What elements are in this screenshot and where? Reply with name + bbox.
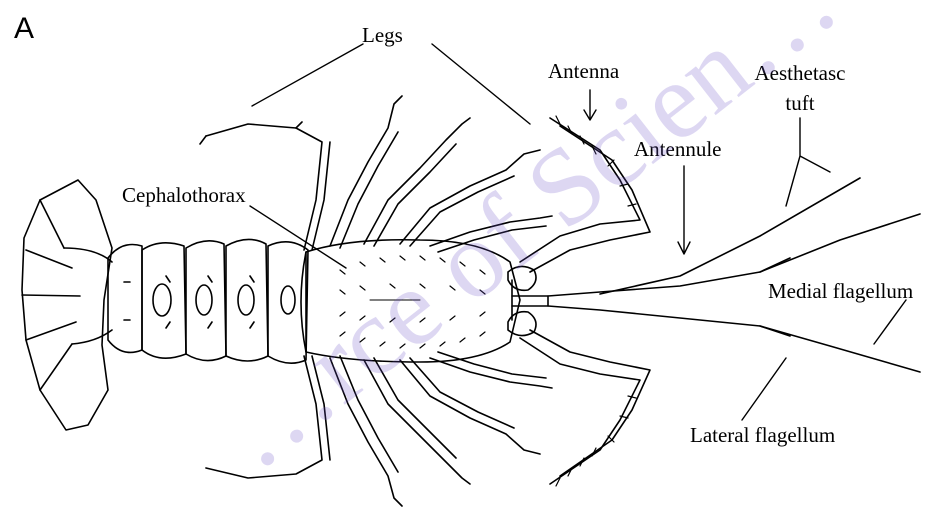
upper-legs bbox=[200, 96, 552, 252]
label-antenna: Antenna bbox=[548, 60, 619, 82]
label-cephalothorax: Cephalothorax bbox=[122, 184, 246, 206]
antennules bbox=[548, 178, 920, 372]
legs-leader-left bbox=[252, 44, 363, 106]
panel-letter: A bbox=[14, 14, 34, 44]
label-aesthetasc-line1: Aesthetasc bbox=[755, 62, 846, 84]
cephalothorax-shape bbox=[301, 240, 520, 362]
label-antennule: Antennule bbox=[634, 138, 721, 160]
medial-leader bbox=[874, 300, 906, 344]
antennae bbox=[520, 116, 650, 486]
legs-leader-right bbox=[432, 44, 530, 124]
label-aesthetasc-line2: tuft bbox=[785, 92, 814, 114]
cephalothorax-leader bbox=[250, 206, 346, 268]
lateral-leader bbox=[742, 358, 786, 420]
label-lateral-flagellum: Lateral flagellum bbox=[690, 424, 835, 446]
aesthetasc-leader bbox=[786, 118, 830, 206]
lower-legs bbox=[206, 352, 552, 506]
abdomen bbox=[108, 239, 308, 363]
tail-fan bbox=[22, 180, 112, 430]
label-medial-flagellum: Medial flagellum bbox=[768, 280, 913, 302]
label-legs: Legs bbox=[362, 24, 403, 46]
